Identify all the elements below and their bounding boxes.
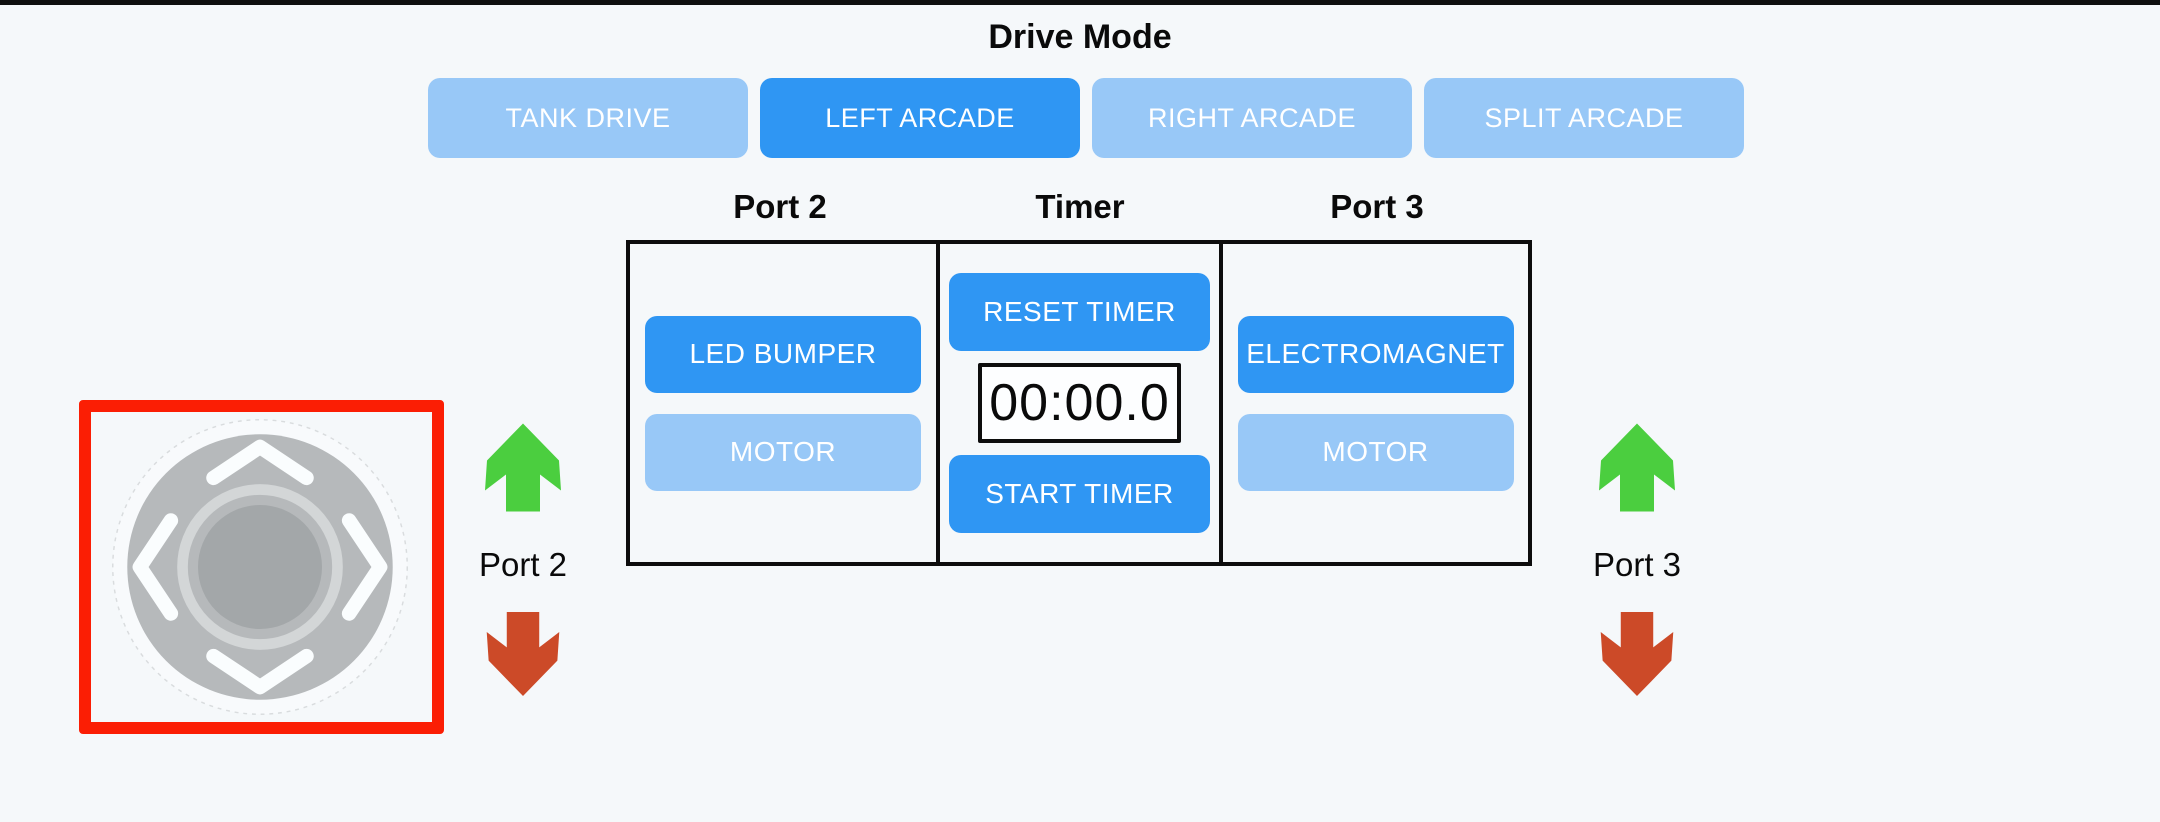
port3-column-header: Port 3 <box>1330 188 1424 225</box>
reset-timer-button[interactable]: RESET TIMER <box>949 273 1210 351</box>
left-arcade-button[interactable]: LEFT ARCADE <box>760 78 1080 158</box>
timer-display: 00:00.0 <box>978 363 1181 443</box>
port3-direction-label: Port 3 <box>1592 546 1682 583</box>
joystick-right-chevron-icon <box>341 513 388 621</box>
port2-column: LED BUMPER MOTOR <box>630 244 936 562</box>
port2-column-header: Port 2 <box>733 188 827 225</box>
joystick-down-chevron-icon <box>206 648 314 695</box>
joystick[interactable] <box>105 412 415 722</box>
port3-up-arrow-icon <box>1599 423 1675 512</box>
led-bumper-button[interactable]: LED BUMPER <box>645 315 921 393</box>
port2-direction-label: Port 2 <box>478 546 568 583</box>
port3-motor-button[interactable]: MOTOR <box>1237 413 1514 491</box>
joystick-knob[interactable] <box>198 505 322 629</box>
right-arcade-button[interactable]: RIGHT ARCADE <box>1092 78 1412 158</box>
port3-column: ELECTROMAGNET MOTOR <box>1223 244 1528 562</box>
joystick-left-chevron-icon <box>132 513 179 621</box>
top-border <box>0 0 2160 5</box>
tank-drive-button[interactable]: TANK DRIVE <box>428 78 748 158</box>
timer-column-header: Timer <box>1035 188 1125 225</box>
split-arcade-button[interactable]: SPLIT ARCADE <box>1424 78 1744 158</box>
start-timer-button[interactable]: START TIMER <box>949 455 1210 533</box>
drive-mode-button-group: TANK DRIVE LEFT ARCADE RIGHT ARCADE SPLI… <box>428 78 1744 158</box>
joystick-ring <box>177 484 343 650</box>
joystick-highlight-box <box>79 400 444 734</box>
port2-up-arrow-icon <box>485 423 561 512</box>
drive-mode-title: Drive Mode <box>988 18 1172 56</box>
port3-down-arrow-icon <box>1600 612 1674 696</box>
joystick-up-chevron-icon <box>206 439 314 486</box>
port2-down-arrow-icon <box>486 612 560 696</box>
timer-column: RESET TIMER 00:00.0 START TIMER <box>936 244 1223 562</box>
control-table: LED BUMPER MOTOR RESET TIMER 00:00.0 STA… <box>626 240 1532 566</box>
electromagnet-button[interactable]: ELECTROMAGNET <box>1237 315 1514 393</box>
port2-motor-button[interactable]: MOTOR <box>645 413 921 491</box>
